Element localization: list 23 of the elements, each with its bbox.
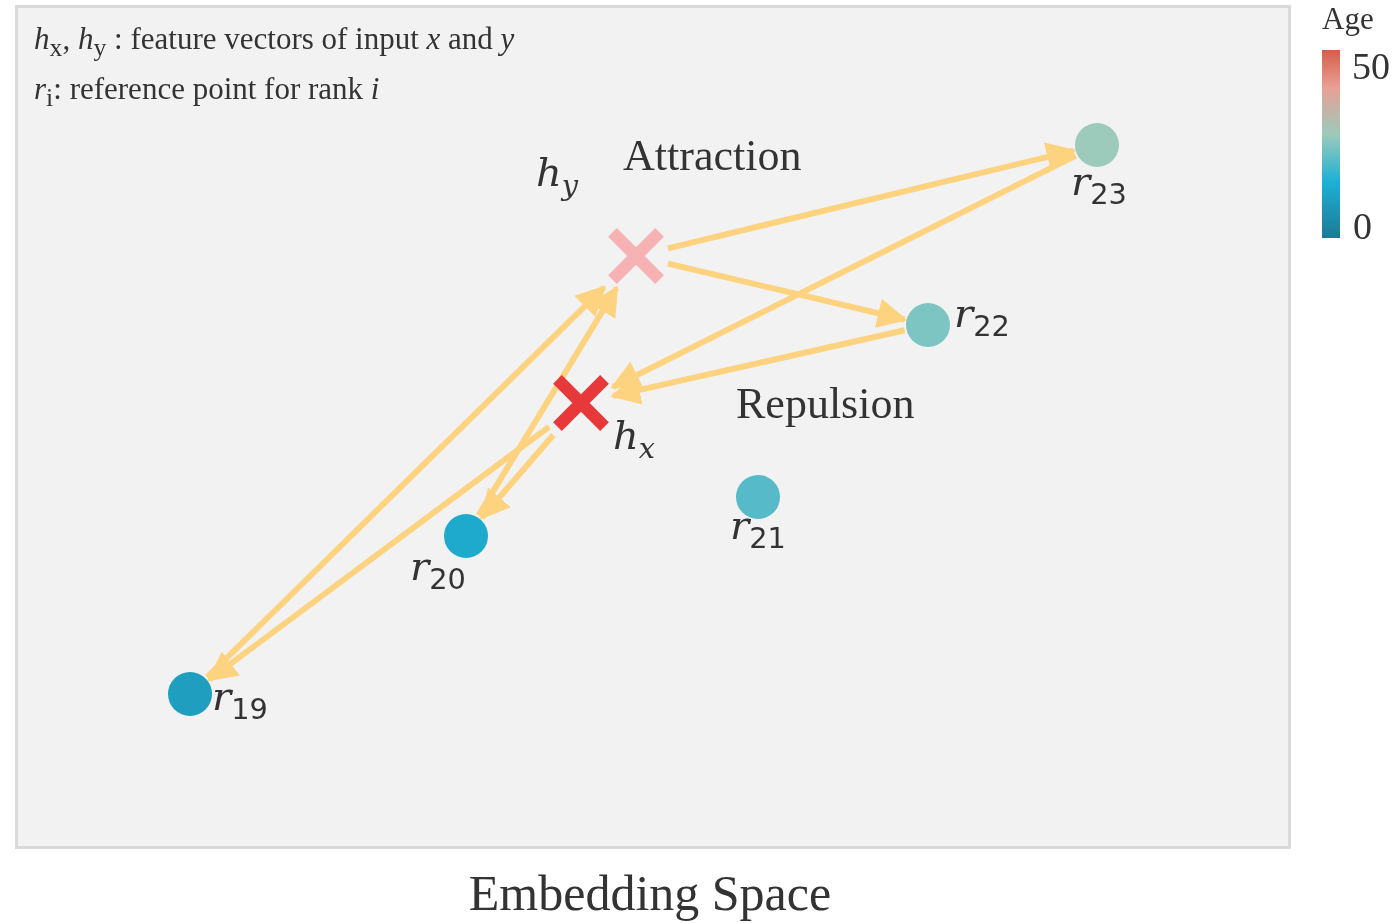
annotation-label: Attraction <box>623 132 802 181</box>
arrow <box>610 327 906 405</box>
legend-note: h$_{x}$, h$_{y}$ : feature vectors of input x and y <box>34 22 515 63</box>
point-label: r$_{23}$ <box>1071 161 1127 209</box>
arrow <box>667 260 908 328</box>
point-label: r$_{20}$ <box>410 546 466 594</box>
arrow <box>610 153 1077 390</box>
arrow <box>475 285 620 518</box>
point-label: r$_{22}$ <box>954 293 1010 341</box>
colorbar-tick-label: 50 <box>1352 46 1390 88</box>
legend-note: r$_{i}$: reference point for rank i <box>34 72 380 113</box>
arrow <box>667 142 1077 252</box>
arrow <box>205 285 607 680</box>
annotation-label: Repulsion <box>736 380 915 429</box>
point-label: r$_{19}$ <box>212 676 268 724</box>
arrow <box>479 433 556 521</box>
colorbar-title: Age <box>1322 2 1374 37</box>
point-label: r$_{21}$ <box>730 505 786 553</box>
point-label: h$_{y}$ <box>536 152 579 200</box>
arrow <box>206 424 551 683</box>
point-label: h$_{x}$ <box>613 415 655 463</box>
colorbar-tick-label: 0 <box>1353 206 1372 248</box>
caption: Embedding Space <box>467 866 833 921</box>
